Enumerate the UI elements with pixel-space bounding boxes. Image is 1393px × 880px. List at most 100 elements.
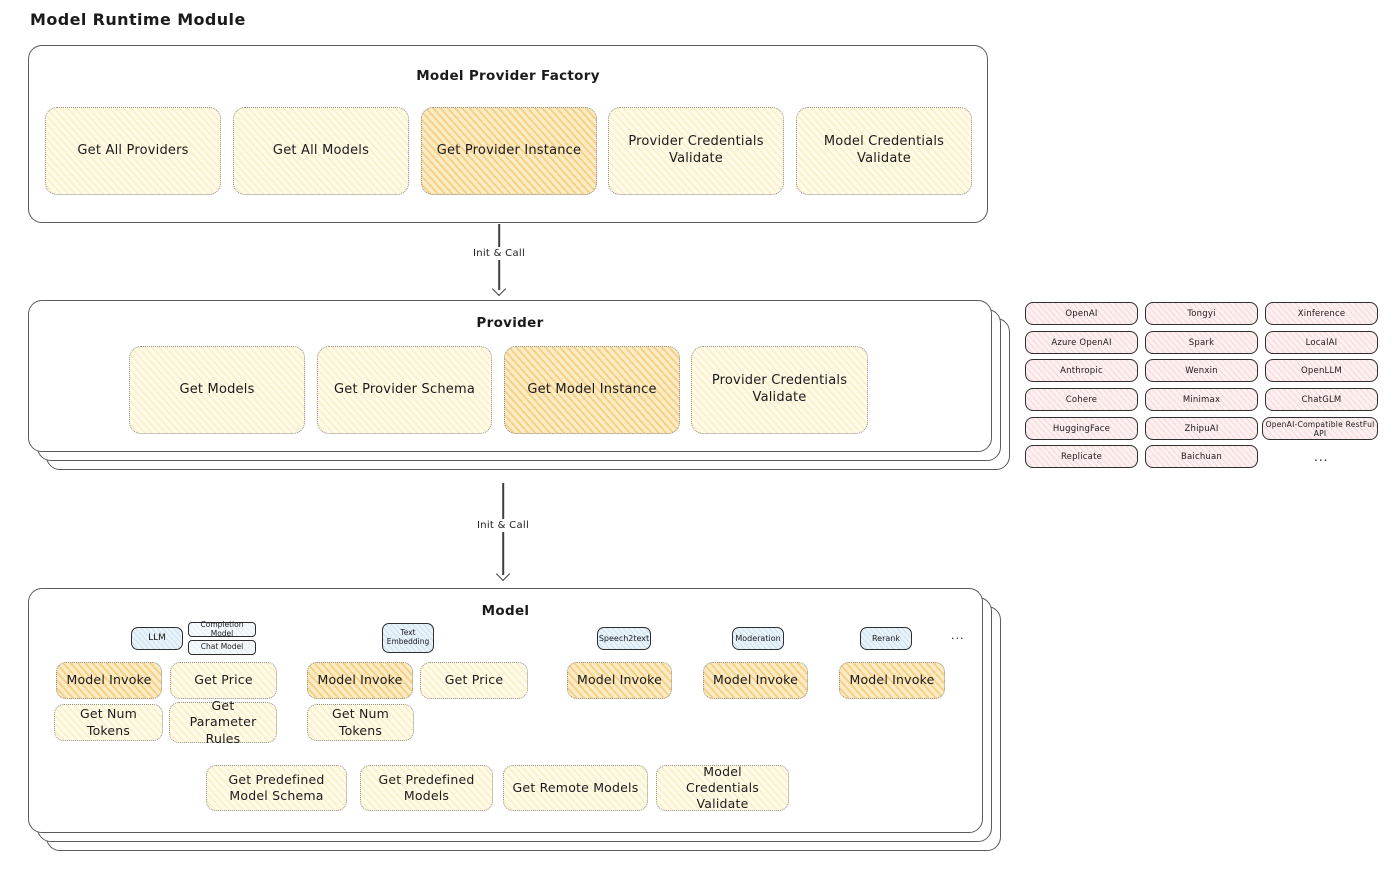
tag-label: Completion Model bbox=[200, 619, 244, 638]
node-label: Model Credentials Validate bbox=[823, 134, 945, 166]
node-label: Get Predefined Models bbox=[378, 771, 475, 803]
node-model-invoke-embedding: Model Invoke bbox=[307, 662, 413, 699]
node-label: Provider Credentials Validate bbox=[711, 373, 848, 405]
node-get-num-tokens-llm: Get Num Tokens bbox=[54, 704, 163, 741]
node-label: Model Invoke bbox=[317, 672, 403, 688]
tags-ellipsis: ... bbox=[951, 629, 965, 642]
pill-label: Tongyi bbox=[1187, 308, 1216, 319]
provider-pill-openai-compatible: OpenAI-Compatible RestFul API bbox=[1262, 417, 1378, 440]
node-get-models: Get Models bbox=[129, 346, 305, 434]
node-label: Model Invoke bbox=[576, 672, 663, 688]
node-get-parameter-rules: Get Parameter Rules bbox=[169, 698, 277, 746]
pill-label: Wenxin bbox=[1185, 365, 1218, 376]
provider-pill-openai: OpenAI bbox=[1025, 302, 1138, 325]
tag-completion-model: Completion Model bbox=[188, 619, 256, 638]
node-get-remote-models: Get Remote Models bbox=[503, 765, 648, 811]
provider-pill-huggingface: HuggingFace bbox=[1025, 417, 1138, 440]
pill-label: Replicate bbox=[1060, 451, 1103, 462]
pill-label: Minimax bbox=[1182, 394, 1221, 405]
node-get-price-llm: Get Price bbox=[170, 662, 277, 699]
tag-label: Moderation bbox=[735, 633, 781, 643]
node-get-provider-schema: Get Provider Schema bbox=[317, 346, 492, 434]
node-model-credentials-validate: Model Credentials Validate bbox=[796, 107, 972, 195]
tag-text-embedding: Text Embedding bbox=[382, 623, 434, 653]
pill-label: Anthropic bbox=[1060, 365, 1103, 376]
node-provider-credentials-validate: Provider Credentials Validate bbox=[608, 107, 784, 195]
arrow-label: Init & Call bbox=[471, 519, 535, 532]
node-label: Get Num Tokens bbox=[79, 706, 138, 738]
providers-ellipsis: ... bbox=[1314, 450, 1329, 464]
node-provider-credentials-validate-2: Provider Credentials Validate bbox=[691, 346, 868, 434]
provider-pill-xinference: Xinference bbox=[1265, 302, 1378, 325]
pill-label: ChatGLM bbox=[1301, 394, 1342, 405]
tag-label: LLM bbox=[148, 633, 166, 644]
node-label: Provider Credentials Validate bbox=[628, 134, 764, 166]
pill-label: HuggingFace bbox=[1052, 423, 1111, 434]
pill-label: OpenAI-Compatible RestFul API bbox=[1265, 419, 1375, 438]
pill-label: LocalAI bbox=[1305, 337, 1338, 348]
arrow-head-icon bbox=[491, 281, 507, 297]
node-model-credentials-validate-2: Model Credentials Validate bbox=[656, 763, 789, 812]
node-get-all-models: Get All Models bbox=[233, 107, 409, 195]
model-title: Model bbox=[481, 603, 530, 619]
provider-pill-cohere: Cohere bbox=[1025, 388, 1138, 411]
node-label: Get All Providers bbox=[77, 142, 189, 158]
node-label: Get Remote Models bbox=[512, 779, 639, 795]
node-get-all-providers: Get All Providers bbox=[45, 107, 221, 195]
node-label: Get Provider Schema bbox=[333, 381, 476, 397]
pill-label: ZhipuAI bbox=[1184, 423, 1219, 434]
tag-moderation: Moderation bbox=[732, 627, 784, 650]
pill-label: Spark bbox=[1188, 337, 1215, 348]
factory-title: Model Provider Factory bbox=[416, 68, 600, 84]
arrow-provider-to-model: Init & Call bbox=[471, 483, 535, 582]
provider-pill-azure-openai: Azure OpenAI bbox=[1025, 331, 1138, 354]
provider-pill-chatglm: ChatGLM bbox=[1265, 388, 1378, 411]
tag-speech2text: Speech2text bbox=[597, 627, 651, 650]
provider-pill-wenxin: Wenxin bbox=[1145, 359, 1258, 382]
provider-pill-baichuan: Baichuan bbox=[1145, 445, 1258, 468]
tag-label: Text Embedding bbox=[386, 628, 430, 646]
node-model-invoke-llm: Model Invoke bbox=[56, 662, 162, 699]
provider-pill-tongyi: Tongyi bbox=[1145, 302, 1258, 325]
node-label: Get Predefined Model Schema bbox=[228, 771, 325, 803]
tag-llm: LLM bbox=[131, 627, 183, 650]
node-label: Get Num Tokens bbox=[331, 706, 390, 738]
tag-rerank: Rerank bbox=[860, 627, 912, 650]
pill-label: Baichuan bbox=[1180, 451, 1223, 462]
node-label: Model Credentials Validate bbox=[685, 763, 760, 812]
page-title: Model Runtime Module bbox=[30, 10, 246, 29]
node-label: Get Price bbox=[444, 672, 504, 688]
node-label: Model Invoke bbox=[66, 672, 152, 688]
node-label: Get Parameter Rules bbox=[189, 698, 257, 746]
provider-pill-replicate: Replicate bbox=[1025, 445, 1138, 468]
node-get-model-instance: Get Model Instance bbox=[504, 346, 680, 434]
tag-label: Chat Model bbox=[200, 642, 244, 652]
factory-container: Model Provider Factory Get All Providers… bbox=[28, 45, 988, 223]
node-get-predefined-models: Get Predefined Models bbox=[360, 765, 493, 811]
tag-chat-model: Chat Model bbox=[188, 640, 256, 655]
provider-pill-localai: LocalAI bbox=[1265, 331, 1378, 354]
tag-label: Rerank bbox=[871, 633, 900, 643]
model-container: Model LLM Completion Model Chat Model Te… bbox=[28, 588, 983, 833]
pill-label: Xinference bbox=[1297, 308, 1346, 319]
provider-pill-anthropic: Anthropic bbox=[1025, 359, 1138, 382]
tag-label: Speech2text bbox=[598, 633, 650, 643]
node-label: Get All Models bbox=[272, 142, 370, 158]
pill-label: OpenLLM bbox=[1301, 365, 1342, 376]
node-get-provider-instance: Get Provider Instance bbox=[421, 107, 597, 195]
node-label: Get Provider Instance bbox=[436, 142, 582, 158]
node-label: Get Price bbox=[194, 672, 253, 688]
node-model-invoke-rerank: Model Invoke bbox=[839, 662, 945, 699]
pill-label: Azure OpenAI bbox=[1051, 337, 1112, 348]
provider-container: Provider Get Models Get Provider Schema … bbox=[28, 300, 992, 452]
node-get-predefined-model-schema: Get Predefined Model Schema bbox=[206, 765, 347, 811]
node-model-invoke-moderation: Model Invoke bbox=[703, 662, 808, 699]
node-model-invoke-speech2text: Model Invoke bbox=[567, 662, 672, 699]
node-label: Model Invoke bbox=[712, 672, 799, 688]
provider-pill-zhipuai: ZhipuAI bbox=[1145, 417, 1258, 440]
pill-label: Cohere bbox=[1065, 394, 1098, 405]
arrow-factory-to-provider: Init & Call bbox=[467, 224, 531, 297]
node-label: Get Model Instance bbox=[527, 381, 657, 397]
node-label: Model Invoke bbox=[849, 672, 935, 688]
